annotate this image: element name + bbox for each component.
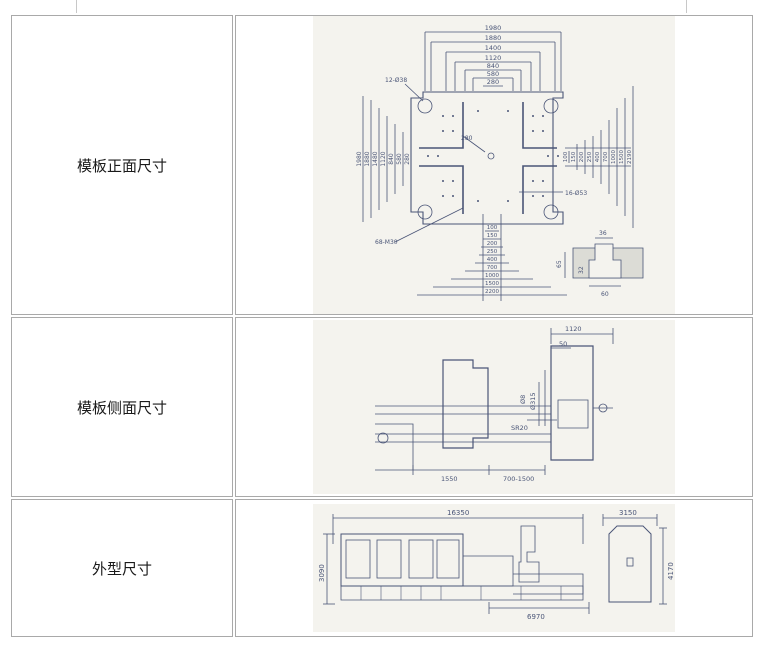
dim-label: 280 [404, 153, 411, 165]
dim-label: 250 [487, 249, 498, 255]
callout-center-gap: 280 [461, 135, 473, 142]
table-row: 外型尺寸 [11, 499, 753, 637]
callout-nozzle-holes: 16-Ø53 [565, 190, 587, 197]
dim-label: 2190 [627, 150, 633, 164]
page-top-rule-right [686, 0, 687, 13]
row-drawing-cell: 1980 1880 1400 1120 840 580 280 [235, 15, 753, 315]
dim-label: 1120 [380, 151, 387, 166]
tie-bar-hole [417, 98, 433, 114]
detail-dim: 60 [601, 291, 609, 298]
outline-dim: 4170 [667, 562, 675, 580]
outline-dim: 3090 [318, 564, 326, 582]
dim-label: 200 [487, 241, 498, 247]
dim-label: 840 [388, 153, 395, 165]
dim-label: 1980 [356, 151, 363, 166]
dim-label: 840 [487, 62, 499, 70]
side-view-geometry [375, 328, 614, 475]
tie-bar-hole [543, 98, 559, 114]
table-row: 模板正面尺寸 1980 1880 [11, 15, 753, 315]
callouts [394, 83, 563, 243]
dim-label: 100 [563, 151, 569, 162]
bottom-dim-labels: 100 150 200 250 400 700 1000 1500 2200 [485, 225, 499, 295]
platen-outline [410, 91, 564, 225]
callout-tapped-holes: 68-M30 [375, 239, 398, 246]
dim-label: 580 [396, 153, 403, 165]
machine-outline [323, 514, 667, 614]
dim-label: 200 [579, 151, 585, 162]
outline-dim: 16350 [447, 509, 469, 517]
callout-bolt-holes: 12-Ø38 [385, 77, 407, 84]
dim-label: 1500 [619, 150, 625, 164]
page-top-rule-left [76, 0, 77, 13]
tie-bar-hole [417, 204, 433, 220]
outline-drawing: 16350 3090 3150 4170 6970 [313, 504, 675, 632]
dim-label: 1500 [485, 281, 499, 287]
detail-dim: 36 [599, 230, 607, 237]
side-dim: Ø315 [529, 392, 537, 410]
dim-label: 1880 [485, 34, 502, 42]
side-dim: 1120 [565, 325, 582, 333]
dim-label: 1480 [372, 151, 379, 166]
side-dim: 50 [559, 340, 567, 348]
row-drawing-cell: 16350 3090 3150 4170 6970 [235, 499, 753, 637]
side-platen-drawing: 1120 50 Ø8 Ø315 SR20 1550 700-1500 [313, 320, 675, 494]
vertical-dim-labels: 1980 1880 1480 1120 840 580 280 [356, 151, 411, 166]
dim-label: 2200 [485, 289, 499, 295]
outline-dim: 6970 [527, 613, 545, 621]
row-label: 模板侧面尺寸 [11, 317, 233, 497]
row-label: 外型尺寸 [11, 499, 233, 637]
tie-bar-hole [543, 204, 559, 220]
dim-label: 1120 [485, 54, 502, 62]
table-row: 模板侧面尺寸 [11, 317, 753, 497]
side-dim: 700-1500 [503, 475, 534, 483]
dim-label: 250 [587, 151, 593, 162]
dim-label: 400 [595, 151, 601, 162]
dim-label: 150 [487, 233, 498, 239]
side-dim: SR20 [511, 424, 528, 432]
dim-label: 700 [603, 151, 609, 162]
row-label: 模板正面尺寸 [11, 15, 233, 315]
horizontal-dim-labels: 1980 1880 1400 1120 840 580 280 [485, 24, 502, 86]
bottom-dim-lines [417, 214, 567, 301]
front-platen-drawing: 1980 1880 1400 1120 840 580 280 [313, 16, 675, 314]
dim-label: 1000 [611, 150, 617, 164]
detail-dim: 32 [578, 266, 585, 274]
dim-label: 1400 [485, 44, 502, 52]
dim-label: 150 [571, 151, 577, 162]
dim-label: 100 [487, 225, 498, 231]
side-dim: 1550 [441, 475, 458, 483]
side-dim: Ø8 [519, 395, 527, 404]
specification-table: 模板正面尺寸 1980 1880 [9, 13, 755, 639]
t-slot-detail [564, 237, 644, 287]
dim-label: 1980 [485, 24, 502, 32]
dim-label: 280 [487, 78, 499, 86]
right-dim-lines [565, 86, 634, 228]
row-drawing-cell: 1120 50 Ø8 Ø315 SR20 1550 700-1500 [235, 317, 753, 497]
dim-label: 400 [487, 257, 498, 263]
horizontal-dim-lines [424, 31, 562, 91]
outline-dim: 3150 [619, 509, 637, 517]
tapped-hole-grid [427, 110, 559, 202]
vertical-dim-lines [362, 96, 412, 222]
dim-label: 700 [487, 265, 498, 271]
dim-label: 1880 [364, 151, 371, 166]
dim-label: 1000 [485, 273, 499, 279]
dim-label: 580 [487, 70, 499, 78]
detail-dim: 65 [556, 260, 563, 268]
right-dim-labels: 100 150 200 250 400 700 1000 1500 2190 [563, 150, 633, 164]
